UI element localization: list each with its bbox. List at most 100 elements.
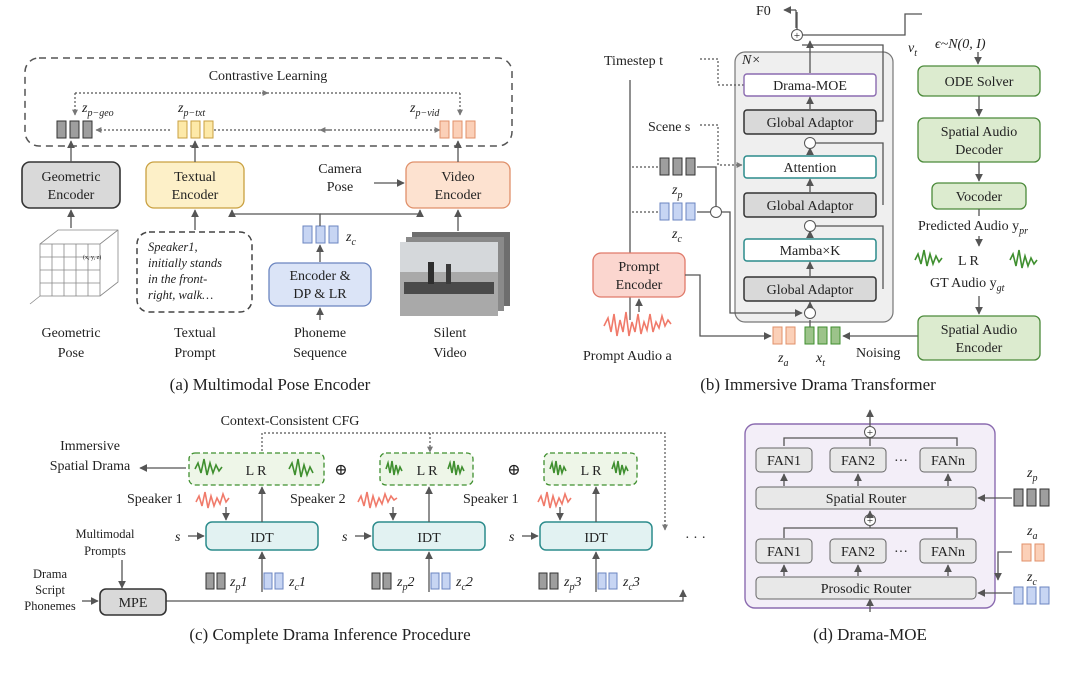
output-audio-3	[543, 452, 638, 486]
geometric-encoder-l2: Encoder	[48, 188, 95, 203]
sad-l1: Spatial Audio	[941, 125, 1018, 140]
textual-encoder-l1: Textual	[174, 170, 216, 185]
za-label-d: za	[1026, 524, 1037, 542]
xt-label: xt	[815, 351, 825, 369]
prompt-text-l2: initially stands	[148, 256, 222, 270]
label-prompt: Prompt	[174, 346, 215, 361]
fann-bottom	[919, 538, 977, 564]
idt-label-3: IDT	[584, 531, 608, 546]
idt-label-1: IDT	[250, 531, 274, 546]
speaker-1b-label: Speaker 1	[463, 492, 519, 507]
geometric-pose-graphic	[29, 229, 119, 305]
fan2-bottom-label: FAN2	[841, 545, 875, 560]
phoneme-encoder	[268, 262, 372, 307]
output-lr-2: L R	[417, 464, 439, 479]
scene-label: Scene s	[648, 120, 690, 135]
f0-label: F0	[756, 4, 771, 19]
zp1-label: zp1	[229, 575, 247, 593]
panel-b: N× F0 + vt ϵ~N(0, I) Timestep t Drama-MO…	[583, 4, 1041, 394]
zp3-label: zp3	[563, 575, 581, 593]
textual-prompt-box	[136, 231, 253, 313]
speaker-1a-wave	[195, 491, 230, 509]
global-adaptor-2-label: Global Adaptor	[767, 199, 854, 214]
zc-token-b	[659, 202, 696, 221]
z-txt-label: zp−txt	[177, 101, 205, 119]
label-geometric: Geometric	[41, 326, 100, 341]
dots-top: ···	[894, 454, 908, 469]
gt-lr-label: L R	[958, 254, 980, 269]
svg-text:+: +	[794, 30, 800, 42]
gt-wave-right	[1009, 249, 1038, 269]
caption-d: (d) Drama-MOE	[813, 625, 927, 644]
fann-top	[919, 447, 977, 473]
panel-a: Contrastive Learning zp−geo zp−txt zp−vi…	[21, 57, 513, 394]
prompt-audio-wave	[603, 311, 672, 337]
fan2-top	[829, 447, 887, 473]
fan2-top-label: FAN2	[841, 454, 875, 469]
drama-moe-label: Drama-MOE	[773, 79, 847, 94]
global-adaptor-2	[743, 192, 877, 218]
z-vid-token	[439, 120, 476, 139]
spatial-router-label: Spatial Router	[826, 492, 907, 507]
zc1-label: zc1	[288, 575, 306, 593]
global-adaptor-3	[743, 276, 877, 302]
axis-point-label: (x, y, z)	[83, 254, 101, 261]
output-audio-1	[188, 452, 325, 486]
phoneme-encoder-l1: Encoder &	[289, 269, 350, 284]
mpe-block	[99, 588, 167, 616]
silent-video-frames	[400, 232, 510, 316]
label-sequence: Sequence	[293, 346, 347, 361]
predicted-audio-label: Predicted Audio ypr	[918, 219, 1028, 237]
global-adaptor-3-label: Global Adaptor	[767, 283, 854, 298]
spatial-audio-encoder	[917, 315, 1041, 361]
multimodal-l2: Prompts	[84, 544, 126, 558]
output-lr-1: L R	[246, 464, 268, 479]
fan1-top	[755, 447, 813, 473]
speaker-1a-label: Speaker 1	[127, 492, 183, 507]
label-silent: Silent	[434, 326, 467, 341]
idt-arrows	[166, 486, 687, 602]
zc-token-d	[1013, 586, 1050, 605]
mamba-block	[743, 238, 877, 262]
fann-bottom-label: FANn	[931, 545, 965, 560]
video-encoder-l1: Video	[441, 170, 474, 185]
noise-label: ϵ~N(0, I)	[935, 37, 986, 52]
za-token	[772, 326, 796, 345]
immersive-l2: Spatial Drama	[50, 459, 131, 474]
script-l3: Phonemes	[24, 599, 76, 613]
contrastive-frame	[24, 57, 513, 147]
zp-token-b	[659, 157, 696, 176]
mamba-label: Mamba×K	[780, 244, 841, 259]
label-pose: Pose	[58, 346, 84, 361]
zp-label-d: zp	[1026, 466, 1037, 484]
caption-c: (c) Complete Drama Inference Procedure	[189, 625, 470, 644]
prompt-audio-label: Prompt Audio a	[583, 349, 672, 364]
camera-pose-l1: Camera	[318, 162, 362, 177]
textual-encoder-l2: Encoder	[172, 188, 219, 203]
fan1-top-label: FAN1	[767, 454, 801, 469]
noising-label: Noising	[856, 346, 900, 361]
camera-pose-l2: Pose	[327, 180, 353, 195]
moe-bottom-arrows	[780, 564, 952, 612]
global-adaptor-1-label: Global Adaptor	[767, 116, 854, 131]
label-textual: Textual	[174, 326, 216, 341]
mpe-label: MPE	[119, 596, 148, 611]
zc-label-d: zc	[1026, 570, 1037, 588]
vt-label: vt	[908, 41, 917, 59]
vocoder-label: Vocoder	[956, 190, 1003, 205]
zp-token-d	[1013, 488, 1050, 507]
caption-b: (b) Immersive Drama Transformer	[700, 375, 936, 394]
panel-c: Context-Consistent CFG Immersive Spatial…	[24, 414, 706, 644]
label-phoneme: Phoneme	[294, 326, 346, 341]
idt-label-2: IDT	[417, 531, 441, 546]
contrastive-label: Contrastive Learning	[209, 69, 328, 84]
moe-top-arrows	[780, 473, 952, 486]
script-l1: Drama	[33, 567, 67, 581]
s-label-3: s	[509, 530, 515, 545]
nx-label: N×	[741, 53, 761, 68]
output-lr-3: L R	[581, 464, 603, 479]
cfg-label: Context-Consistent CFG	[221, 414, 360, 429]
geometric-encoder-l1: Geometric	[41, 170, 100, 185]
xt-token	[804, 326, 841, 345]
zp-zc-tokens-c	[205, 572, 618, 590]
